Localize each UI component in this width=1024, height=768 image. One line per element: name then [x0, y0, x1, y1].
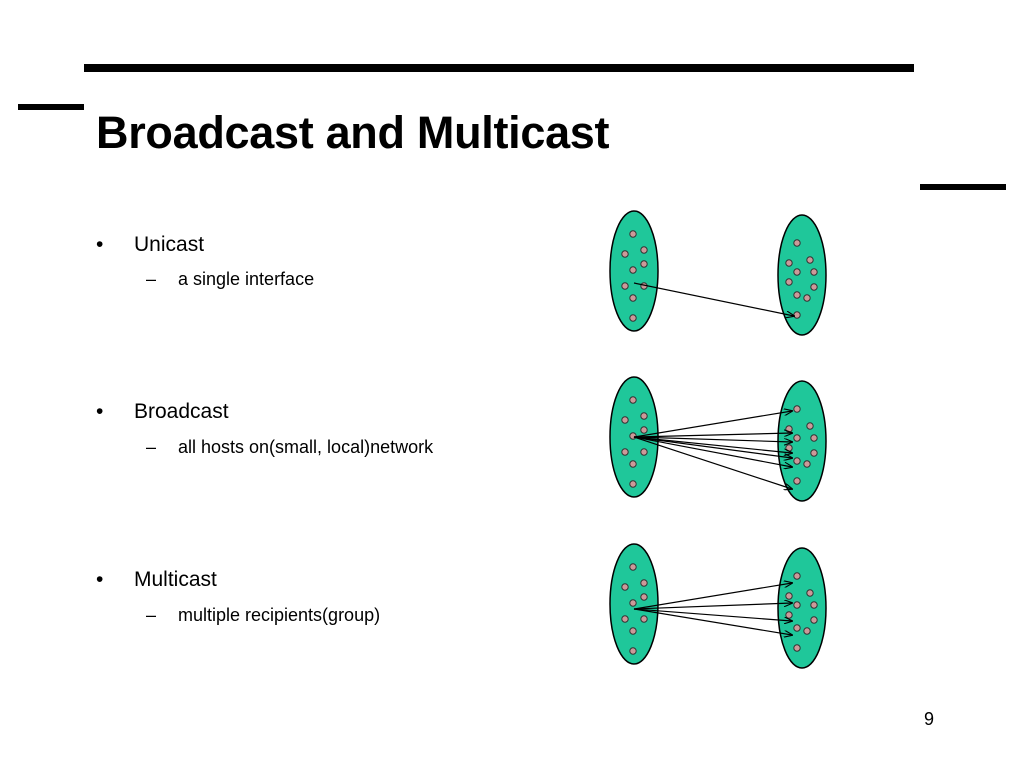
host-node [810, 616, 818, 624]
sub-bullet-text: multiple recipients(group) [178, 605, 381, 625]
host-node [640, 579, 648, 587]
bullet-icon: • [96, 233, 104, 256]
slide-title: Broadcast and Multicast [96, 107, 610, 158]
host-node [810, 449, 818, 457]
host-node [793, 239, 801, 247]
broadcast-arrow [633, 436, 792, 467]
multicast-arrow [633, 603, 792, 610]
host-node [810, 434, 818, 442]
host-node [629, 266, 637, 274]
destination-network [777, 547, 827, 669]
host-node [810, 268, 818, 276]
host-node [640, 412, 648, 420]
host-node [629, 230, 637, 238]
sub-bullet-text: a single interface [178, 269, 315, 289]
host-node [629, 294, 637, 302]
host-node [793, 434, 801, 442]
multicast-arrow [633, 608, 792, 635]
left-accent-rule [18, 104, 84, 110]
destination-network [777, 214, 827, 336]
host-node [793, 572, 801, 580]
host-node [629, 432, 637, 440]
host-node [640, 246, 648, 254]
cast-diagram [609, 210, 827, 669]
diagram-panel-unicast [609, 210, 827, 336]
broadcast-arrow [633, 436, 792, 458]
host-node [629, 314, 637, 322]
host-node [785, 611, 793, 619]
broadcast-arrow [633, 436, 792, 442]
host-node [793, 291, 801, 299]
destination-network [777, 380, 827, 502]
host-node [793, 311, 801, 319]
host-node [629, 480, 637, 488]
host-node [793, 624, 801, 632]
host-node [629, 599, 637, 607]
sub-bullet-text: all hosts on(small, local)network [178, 437, 434, 457]
host-node [785, 592, 793, 600]
host-node [640, 260, 648, 268]
host-node [621, 416, 629, 424]
right-accent-rule [920, 184, 1006, 190]
bullet-label: Multicast [134, 568, 217, 591]
bullet-icon: • [96, 400, 104, 423]
host-node [793, 477, 801, 485]
host-node [785, 425, 793, 433]
host-node [629, 647, 637, 655]
host-node [810, 601, 818, 609]
host-node [806, 422, 814, 430]
host-node [793, 268, 801, 276]
host-node [621, 615, 629, 623]
dash-icon: – [146, 437, 157, 457]
broadcast-arrow [633, 436, 792, 489]
multicast-arrow [633, 583, 792, 610]
broadcast-arrow [633, 433, 792, 438]
unicast-arrow [633, 282, 794, 316]
top-rule [84, 64, 914, 72]
host-node [640, 593, 648, 601]
host-node [621, 448, 629, 456]
host-node [785, 278, 793, 286]
host-node [806, 256, 814, 264]
host-node [640, 615, 648, 623]
page-number: 9 [924, 709, 935, 729]
host-node [621, 250, 629, 258]
host-node [810, 283, 818, 291]
bullet-label: Unicast [134, 233, 205, 256]
host-node [785, 259, 793, 267]
broadcast-arrow [633, 411, 792, 438]
host-node [793, 405, 801, 413]
host-node [785, 444, 793, 452]
host-node [806, 589, 814, 597]
dash-icon: – [146, 605, 157, 625]
host-node [621, 282, 629, 290]
host-node [629, 563, 637, 571]
broadcast-arrow [633, 436, 792, 453]
host-node [640, 448, 648, 456]
host-node [803, 627, 811, 635]
diagram-panel-broadcast [609, 376, 827, 502]
host-node [629, 396, 637, 404]
multicast-arrow [633, 608, 792, 621]
host-node [621, 583, 629, 591]
diagram-panel-multicast [609, 543, 827, 669]
host-node [803, 294, 811, 302]
bullet-icon: • [96, 568, 104, 591]
dash-icon: – [146, 269, 157, 289]
host-node [803, 460, 811, 468]
bullet-label: Broadcast [134, 400, 229, 423]
host-node [629, 460, 637, 468]
host-node [640, 426, 648, 434]
host-node [793, 601, 801, 609]
host-node [793, 457, 801, 465]
host-node [793, 644, 801, 652]
host-node [629, 627, 637, 635]
